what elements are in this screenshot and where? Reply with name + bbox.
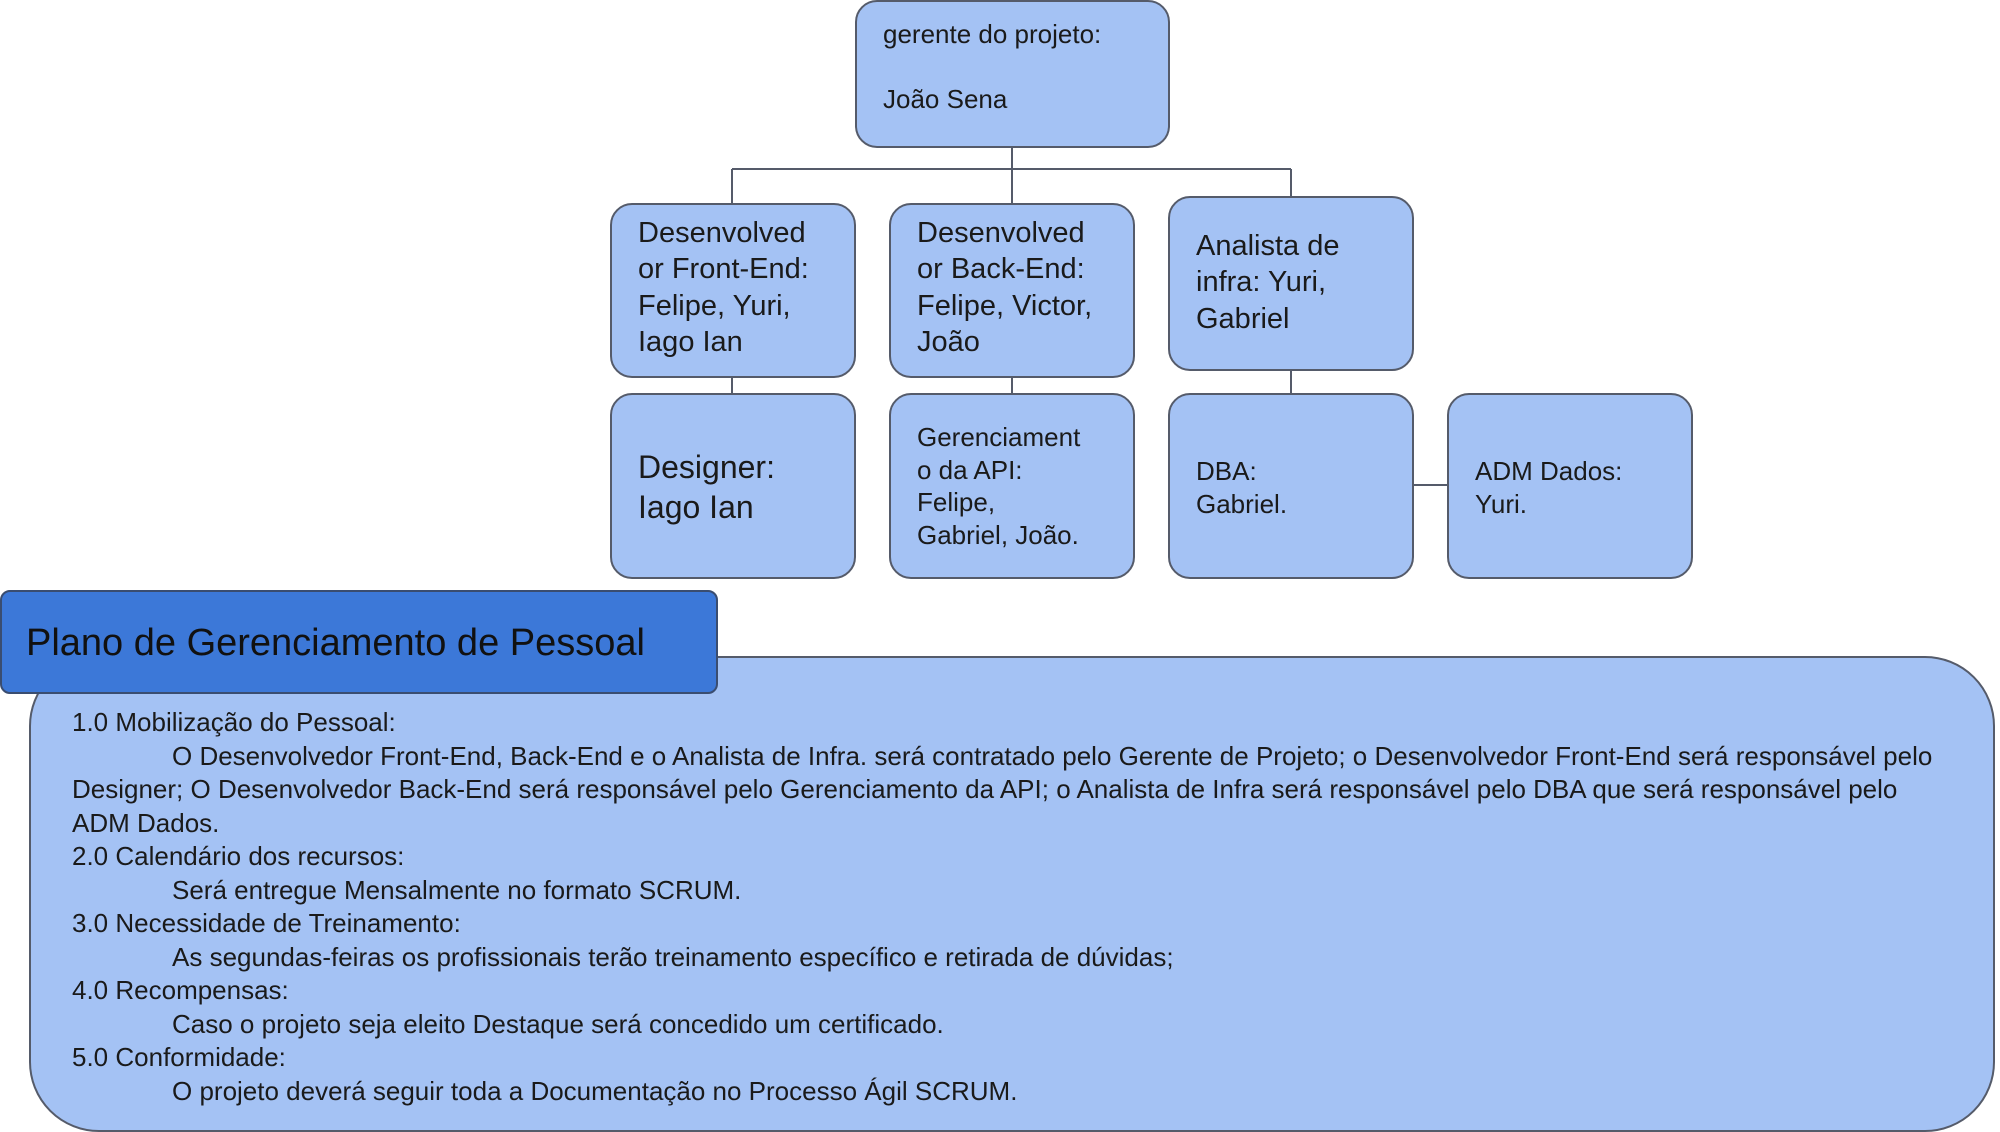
frontend-box: Desenvolved or Front-End: Felipe, Yuri, … xyxy=(610,203,856,378)
section-text: O projeto deverá seguir toda a Documenta… xyxy=(172,1075,1018,1106)
plan-title-tab: Plano de Gerenciamento de Pessoal xyxy=(0,590,718,694)
adm-text: ADM Dados: Yuri. xyxy=(1475,456,1623,519)
infra-text: Analista de infra: Yuri, Gabriel xyxy=(1196,230,1340,335)
section-heading: 2.0 Calendário dos recursos: xyxy=(72,841,405,871)
section-text: As segundas-feiras os profissionais terã… xyxy=(172,941,1174,972)
plan-panel xyxy=(29,656,1995,1132)
dba-box: DBA: Gabriel. xyxy=(1168,393,1414,579)
section-text: Será entregue Mensalmente no formato SCR… xyxy=(172,874,742,905)
backend-text: Desenvolved or Back-End: Felipe, Victor,… xyxy=(917,217,1093,358)
dba-text: DBA: Gabriel. xyxy=(1196,456,1288,519)
manager-text: gerente do projeto: João Sena xyxy=(883,19,1102,114)
section-heading: 4.0 Recompensas: xyxy=(72,975,289,1005)
infra-box: Analista de infra: Yuri, Gabriel xyxy=(1168,196,1414,371)
adm-box: ADM Dados: Yuri. xyxy=(1447,393,1693,579)
section-heading: 1.0 Mobilização do Pessoal: xyxy=(72,707,396,737)
plan-title: Plano de Gerenciamento de Pessoal xyxy=(26,622,645,664)
api-text: Gerenciament o da API: Felipe, Gabriel, … xyxy=(917,422,1081,550)
manager-box: gerente do projeto: João Sena xyxy=(855,0,1170,148)
designer-box: Designer: Iago Ian xyxy=(610,393,856,579)
frontend-text: Desenvolved or Front-End: Felipe, Yuri, … xyxy=(638,217,809,358)
designer-text: Designer: Iago Ian xyxy=(638,449,775,525)
plan-body: 1.0 Mobilização do Pessoal: O Desenvolve… xyxy=(72,706,1952,1108)
backend-box: Desenvolved or Back-End: Felipe, Victor,… xyxy=(889,203,1135,378)
section-heading: 3.0 Necessidade de Treinamento: xyxy=(72,908,461,938)
api-box: Gerenciament o da API: Felipe, Gabriel, … xyxy=(889,393,1135,579)
section-text: Caso o projeto seja eleito Destaque será… xyxy=(172,1008,944,1039)
section-heading: 5.0 Conformidade: xyxy=(72,1042,286,1072)
section-text: O Desenvolvedor Front-End, Back-End e o … xyxy=(72,740,1933,838)
